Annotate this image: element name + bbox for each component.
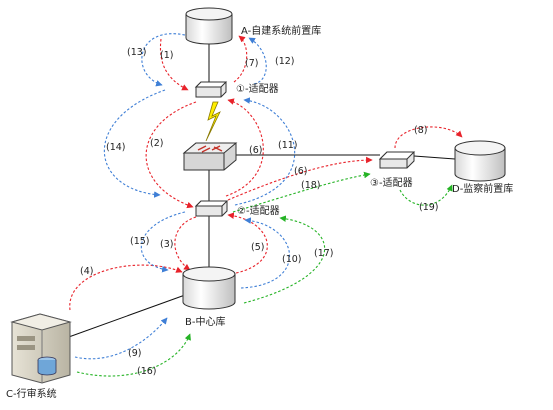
link-c-to-b xyxy=(65,294,186,339)
arrows xyxy=(69,33,463,377)
arrow-15 xyxy=(140,211,186,273)
arrow-label-6b: (6) xyxy=(294,166,307,177)
lightning-icon xyxy=(205,101,221,142)
arrow-labels: (1) (2) (3) (4) (5) (6) (6) (7) (8) (9) … xyxy=(80,47,439,377)
arrow-label-1: (1) xyxy=(160,50,173,61)
adapter-label-3: ③-适配器 xyxy=(370,177,413,189)
arrow-label-16: (16) xyxy=(137,366,157,377)
arrow-12 xyxy=(248,37,267,85)
arrow-17 xyxy=(243,215,326,304)
arrow-14 xyxy=(103,89,166,198)
adapter-label-1: ①-适配器 xyxy=(236,83,279,95)
node-label-b: B-中心库 xyxy=(185,315,225,328)
database-icon xyxy=(454,147,506,182)
arrow-16 xyxy=(76,333,191,377)
arrow-13 xyxy=(141,33,186,87)
arrow-9 xyxy=(74,317,168,360)
switch xyxy=(182,142,238,171)
arrow-2 xyxy=(145,101,197,209)
adapter-3 xyxy=(378,151,416,169)
adapter-2 xyxy=(194,200,229,217)
arrow-label-7: (7) xyxy=(245,58,258,69)
node-label-a: A-自建系统前置库 xyxy=(241,24,321,37)
arrow-label-11: (11) xyxy=(278,140,298,151)
database-a xyxy=(185,7,233,45)
arrow-label-13: (13) xyxy=(127,47,147,58)
database-d xyxy=(454,140,506,182)
database-icon xyxy=(182,273,236,310)
link-adapter3-to-d xyxy=(413,155,456,160)
arrow-label-5: (5) xyxy=(251,242,264,253)
arrow-label-2: (2) xyxy=(150,138,163,149)
arrow-6a xyxy=(225,98,264,197)
arrow-11 xyxy=(234,97,296,206)
arrow-label-8: (8) xyxy=(414,125,427,136)
connection-lines xyxy=(65,40,456,339)
arrow-label-18: (18) xyxy=(301,180,321,191)
database-b xyxy=(182,266,236,310)
node-label-c: C-行审系统 xyxy=(6,387,57,400)
adapter-1 xyxy=(194,81,228,98)
node-label-d: D-监察前置库 xyxy=(452,182,513,195)
arrow-7 xyxy=(233,35,248,83)
server-c xyxy=(10,313,72,384)
arrow-label-15: (15) xyxy=(130,236,150,247)
arrow-label-14: (14) xyxy=(106,142,126,153)
database-icon xyxy=(185,13,233,45)
adapter-label-2: ②-适配器 xyxy=(237,205,280,217)
arrow-label-4: (4) xyxy=(80,266,93,277)
arrow-label-17: (17) xyxy=(314,248,334,259)
arrow-5 xyxy=(227,212,268,274)
arrow-label-19: (19) xyxy=(419,202,439,213)
arrow-18 xyxy=(232,171,371,213)
arrow-3 xyxy=(174,216,197,271)
arrow-19 xyxy=(399,184,453,206)
arrow-6b xyxy=(227,156,373,201)
arrow-label-6a: (6) xyxy=(249,145,262,156)
arrow-label-9: (9) xyxy=(128,348,141,359)
arrow-label-10: (10) xyxy=(282,254,302,265)
arrow-label-12: (12) xyxy=(275,56,295,67)
arrow-8 xyxy=(394,126,463,149)
arrow-label-3: (3) xyxy=(160,239,173,250)
arrow-10 xyxy=(240,217,291,289)
arrow-1 xyxy=(159,38,189,91)
